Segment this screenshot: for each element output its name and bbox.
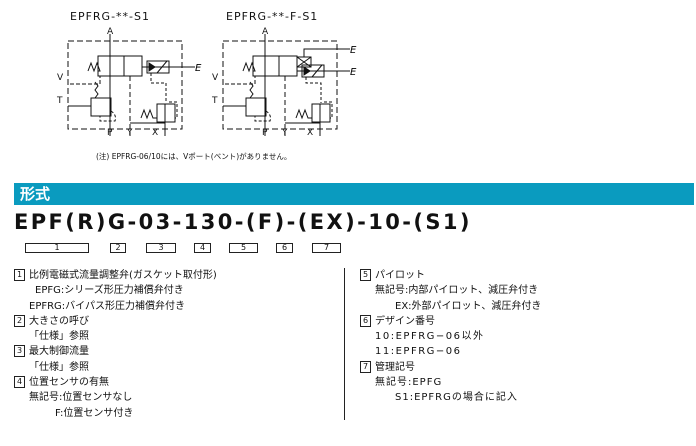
right-spec-list: 5 パイロット 無記号:内部パイロット、減圧弁付き EX:外部パイロット、減圧弁付…: [360, 268, 541, 406]
item-title: パイロット: [375, 270, 425, 281]
item-title: 大きさの呼び: [29, 315, 89, 327]
item-number: 7: [360, 360, 371, 373]
section-banner: 形式: [14, 183, 694, 205]
port-label-t: T: [212, 96, 218, 106]
item-option: EPFRG:バイパス形圧力補償弁付き: [29, 300, 185, 312]
item-title: 比例電磁式流量調整弁(ガスケット取付形): [29, 270, 217, 281]
item-option: 無記号:内部パイロット、減圧弁付き: [375, 285, 539, 297]
item-number: 1: [14, 269, 25, 281]
code-box-4: 4: [194, 243, 211, 253]
port-label-a: A: [107, 27, 114, 37]
item-option: 無記号:位置センサなし: [29, 392, 133, 404]
port-label-p: P: [262, 128, 268, 138]
item-option: 11:EPFRG−06: [375, 346, 462, 358]
port-label-p: P: [107, 128, 113, 138]
port-label-t: T: [57, 96, 63, 106]
item-option: 無記号:EPFG: [375, 377, 443, 389]
port-label-a: A: [262, 27, 269, 37]
code-box-3: 3: [146, 243, 176, 253]
diagram-title: EPFRG-**-S1: [70, 10, 150, 23]
item-option: 10:EPFRG−06以外: [375, 331, 485, 343]
item-option: 「仕様」参照: [29, 331, 89, 343]
code-box-7: 7: [312, 243, 341, 253]
diagram-note: (注) EPFRG-06/10には、Vポート(ベント)がありません。: [96, 152, 292, 161]
item-number: 5: [360, 269, 371, 281]
hydraulic-symbol-diagram: E: [67, 34, 202, 136]
port-label-v: V: [57, 73, 64, 83]
item-option: 「仕様」参照: [29, 361, 89, 373]
port-label-y: Y: [127, 128, 133, 138]
column-divider: [344, 268, 345, 420]
model-code: EPF(R)G-03-130-(F)-(EX)-10-(S1): [14, 210, 472, 234]
code-box-1: 1: [25, 243, 89, 253]
item-option: EPFG:シリーズ形圧力補償弁付き: [35, 285, 184, 297]
port-label-y: Y: [282, 128, 288, 138]
hydraulic-symbol-diagram-with-sensor: E E: [222, 34, 357, 136]
item-option: F:位置センサ付き: [55, 407, 134, 419]
item-title: 最大制御流量: [29, 346, 89, 358]
item-option: EX:外部パイロット、減圧弁付き: [395, 300, 542, 312]
item-option: S1:EPFRGの場合に記入: [395, 392, 518, 404]
diagram-title: EPFRG-**-F-S1: [226, 10, 319, 23]
port-label-x: X: [307, 128, 314, 138]
code-box-2: 2: [110, 243, 126, 253]
code-box-6: 6: [276, 243, 293, 253]
item-number: 3: [14, 345, 25, 358]
port-label-x: X: [152, 128, 159, 138]
electrical-connection-icon: E: [195, 63, 202, 74]
electrical-connection-icon: E: [350, 67, 357, 78]
item-title: 位置センサの有無: [29, 377, 109, 389]
item-title: 管理記号: [375, 361, 415, 373]
item-title: デザイン番号: [375, 315, 435, 327]
item-number: 4: [14, 376, 25, 389]
code-box-5: 5: [229, 243, 258, 253]
item-number: 2: [14, 314, 25, 327]
section-title: 形式: [20, 185, 51, 203]
port-label-v: V: [212, 73, 219, 83]
item-number: 6: [360, 314, 371, 327]
electrical-connection-icon: E: [350, 45, 357, 56]
